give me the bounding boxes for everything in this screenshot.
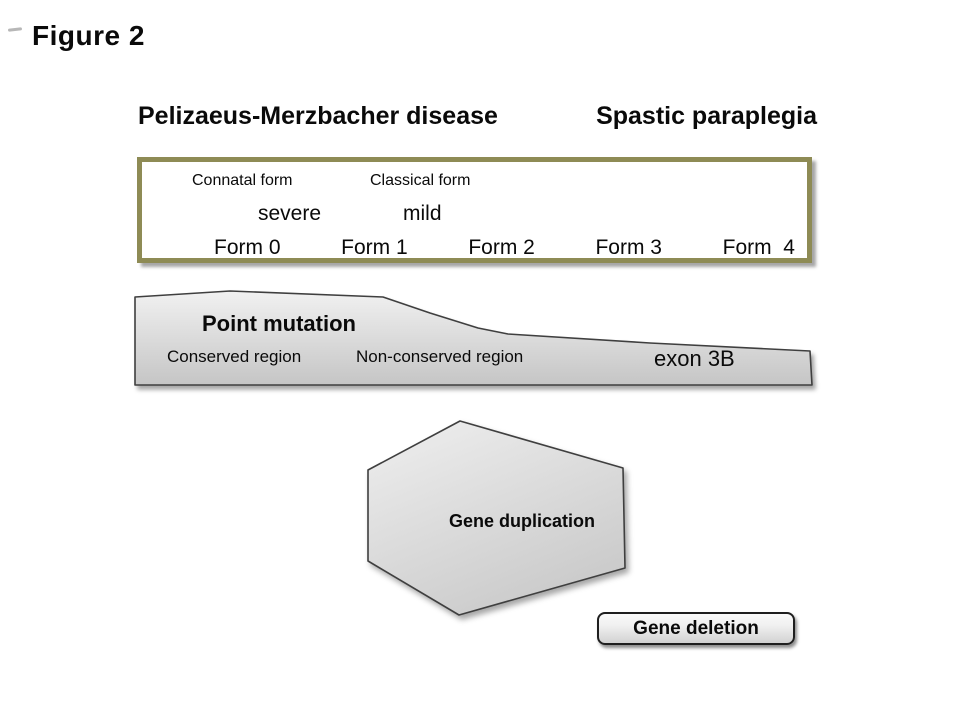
wedge-polygon [134,290,813,386]
heading-spastic-paraplegia: Spastic paraplegia [596,102,817,130]
connatal-form-label: Connatal form [192,172,293,189]
mild-label: mild [403,202,442,225]
form-label-4: Form 4 [722,236,795,259]
severe-label: severe [258,202,322,225]
classical-form-label: Classical form [370,172,471,189]
point-mutation-wedge-shape [134,290,813,386]
exon-3b-label: exon 3B [654,346,735,371]
form-label-1: Form 1 [341,236,408,259]
form-spectrum-row: Form 0 Form 1 Form 2 Form 3 Form 4 [214,236,795,260]
hexagon-polygon [367,420,626,616]
point-mutation-title: Point mutation [202,311,356,336]
stray-mark [7,27,23,32]
gene-deletion-box: Gene deletion [597,612,795,645]
form-label-0: Form 0 [214,236,281,259]
figure-title: Figure 2 [32,20,145,51]
gene-duplication-hexagon [367,420,626,616]
clinical-forms-box: Connatal form Classical form severe mild… [137,157,812,263]
form-label-2: Form 2 [468,236,535,259]
form-label-3: Form 3 [595,236,662,259]
gene-duplication-label: Gene duplication [449,511,596,531]
heading-pelizaeus-merzbacher: Pelizaeus-Merzbacher disease [138,102,498,130]
gene-deletion-label: Gene deletion [633,617,759,639]
non-conserved-region-label: Non-conserved region [356,347,524,366]
conserved-region-label: Conserved region [167,347,302,366]
